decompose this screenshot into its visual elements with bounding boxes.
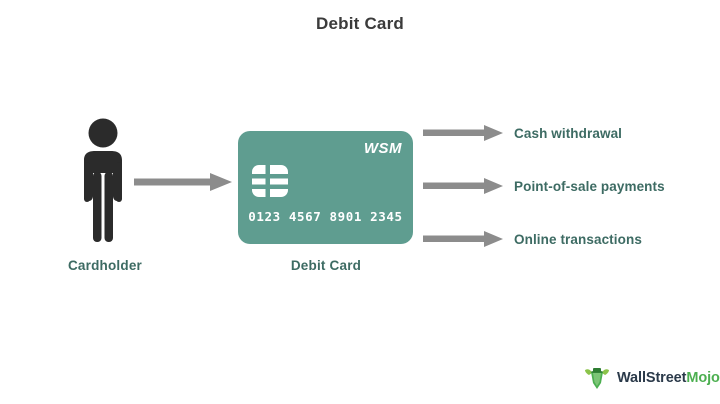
usage-row: Point-of-sale payments [423,175,665,197]
arrow-right-icon [423,178,503,194]
card-chip-icon [252,165,288,197]
debit-card-graphic: WSM 0123 4567 8901 2345 [238,131,413,244]
page-title: Debit Card [316,14,404,33]
brand-wordmark: WallStreetMojo [617,370,720,386]
bull-logo-icon [585,368,609,389]
arrow-right-icon [423,231,503,247]
arrow-right-icon [423,125,503,141]
usage-label: Cash withdrawal [514,125,623,141]
arrow-right-icon [134,173,232,191]
card-brand-label: WSM [363,140,402,157]
person-icon [84,118,122,242]
debit-card-caption: Debit Card [290,258,362,273]
cardholder-caption: Cardholder [67,258,142,273]
usage-row: Cash withdrawal [423,122,622,144]
brand-logo: WallStreetMojo [582,363,720,393]
brand-primary-text: WallStreet [617,370,687,386]
card-number-label: 0123 4567 8901 2345 [248,209,403,224]
usage-label: Online transactions [514,231,642,247]
usage-label: Point-of-sale payments [514,178,665,194]
flow-arrow-person-to-card [134,172,234,197]
usage-row: Online transactions [423,228,642,250]
cardholder-figure [72,118,134,248]
brand-accent-text: Mojo [686,370,720,386]
